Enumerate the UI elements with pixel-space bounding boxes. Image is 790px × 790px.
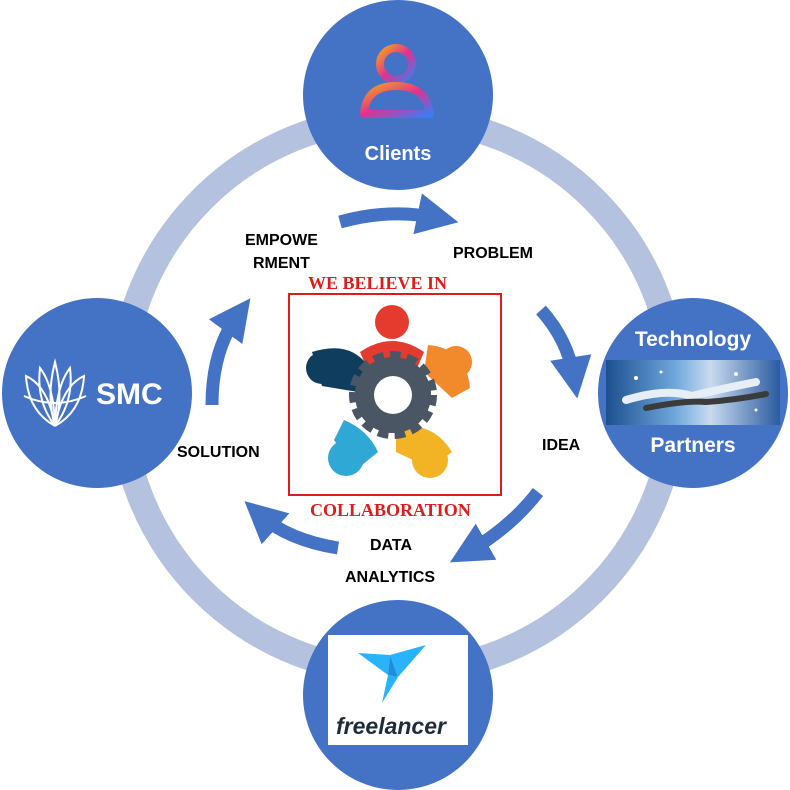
clients-label: Clients [364,143,432,165]
arrow-problem-to-idea [536,305,592,399]
lotus-logo-icon [23,358,87,427]
teamwork-gear-icon [306,305,472,478]
step-data-line1: DATA [370,537,413,554]
freelancer-logo: freelancer [328,635,468,745]
person-pin-icon [360,44,434,118]
bird-logo-icon [358,645,426,703]
step-empowerment-line1: EMPOWE [245,232,318,249]
smc-wordmark: SMC [96,378,163,411]
arrow-data-to-solution [244,501,340,555]
node-freelancer[interactable]: freelancer [303,600,493,790]
arrow-idea-to-data [449,487,544,563]
arrow-empowerment-to-problem [338,193,459,235]
partners-label: Partners [650,434,736,457]
step-idea: IDEA [542,437,581,454]
technology-label: Technology [634,328,752,351]
node-smc[interactable]: SMC [2,298,192,488]
step-data-line2: ANALYTICS [345,569,436,586]
step-empowerment-line2: RMENT [253,255,310,272]
handshake-image [606,360,780,425]
step-solution: SOLUTION [177,444,260,461]
node-technology-partners[interactable]: Technology Partners [598,298,788,488]
freelancer-wordmark: freelancer [336,713,446,739]
step-problem: PROBLEM [453,245,533,262]
center-heading: WE BELIEVE IN [308,273,448,293]
center-footer: COLLABORATION [310,500,471,520]
node-clients[interactable]: Clients [303,0,493,190]
arrow-solution-to-empowerment [205,298,251,406]
